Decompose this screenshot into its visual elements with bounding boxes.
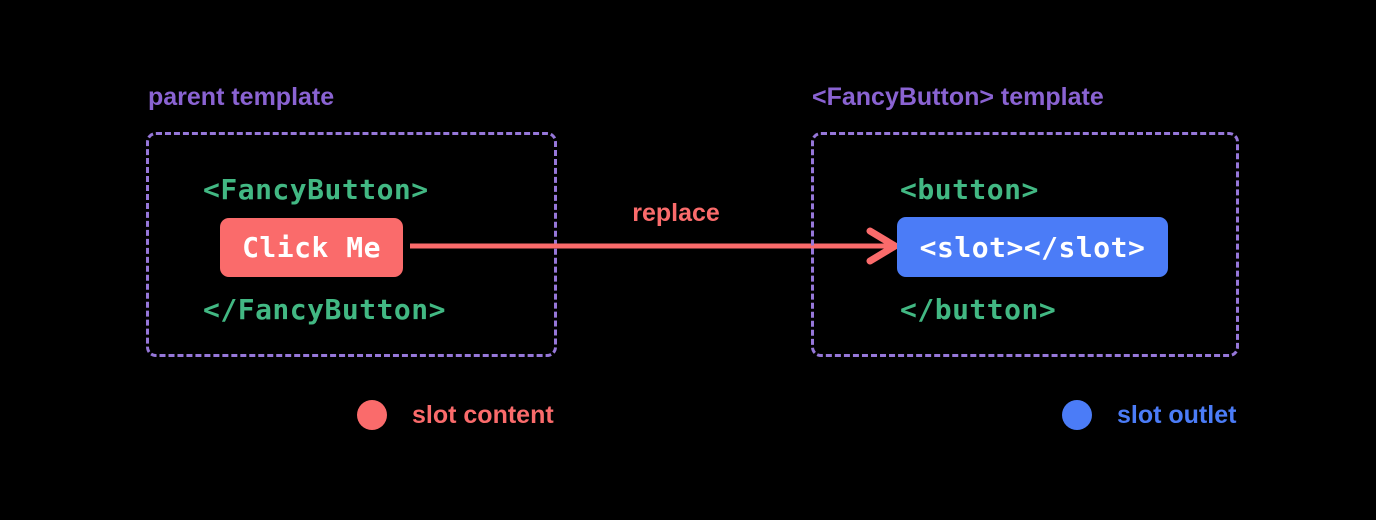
replace-arrow bbox=[410, 227, 899, 265]
fancybutton-template-box bbox=[811, 132, 1239, 357]
slot-outlet-dot-icon bbox=[1062, 400, 1092, 430]
fancybutton-close-tag: </FancyButton> bbox=[203, 293, 447, 326]
fancybutton-open-tag: <FancyButton> bbox=[203, 173, 429, 206]
click-me-button: Click Me bbox=[220, 218, 403, 277]
legend-slot-content-label: slot content bbox=[412, 400, 554, 429]
replace-label: replace bbox=[632, 199, 720, 227]
fancybutton-template-label: <FancyButton> template bbox=[812, 83, 1104, 111]
button-open-tag: <button> bbox=[900, 173, 1039, 206]
legend-item-slot-outlet: slot outlet bbox=[1062, 400, 1236, 430]
slot-outlet-chip: <slot></slot> bbox=[897, 217, 1168, 277]
parent-template-label: parent template bbox=[148, 83, 335, 111]
legend-item-slot-content: slot content bbox=[357, 400, 554, 430]
button-close-tag: </button> bbox=[900, 293, 1057, 326]
legend-slot-outlet-label: slot outlet bbox=[1117, 400, 1237, 429]
slot-content-dot-icon bbox=[357, 400, 387, 430]
